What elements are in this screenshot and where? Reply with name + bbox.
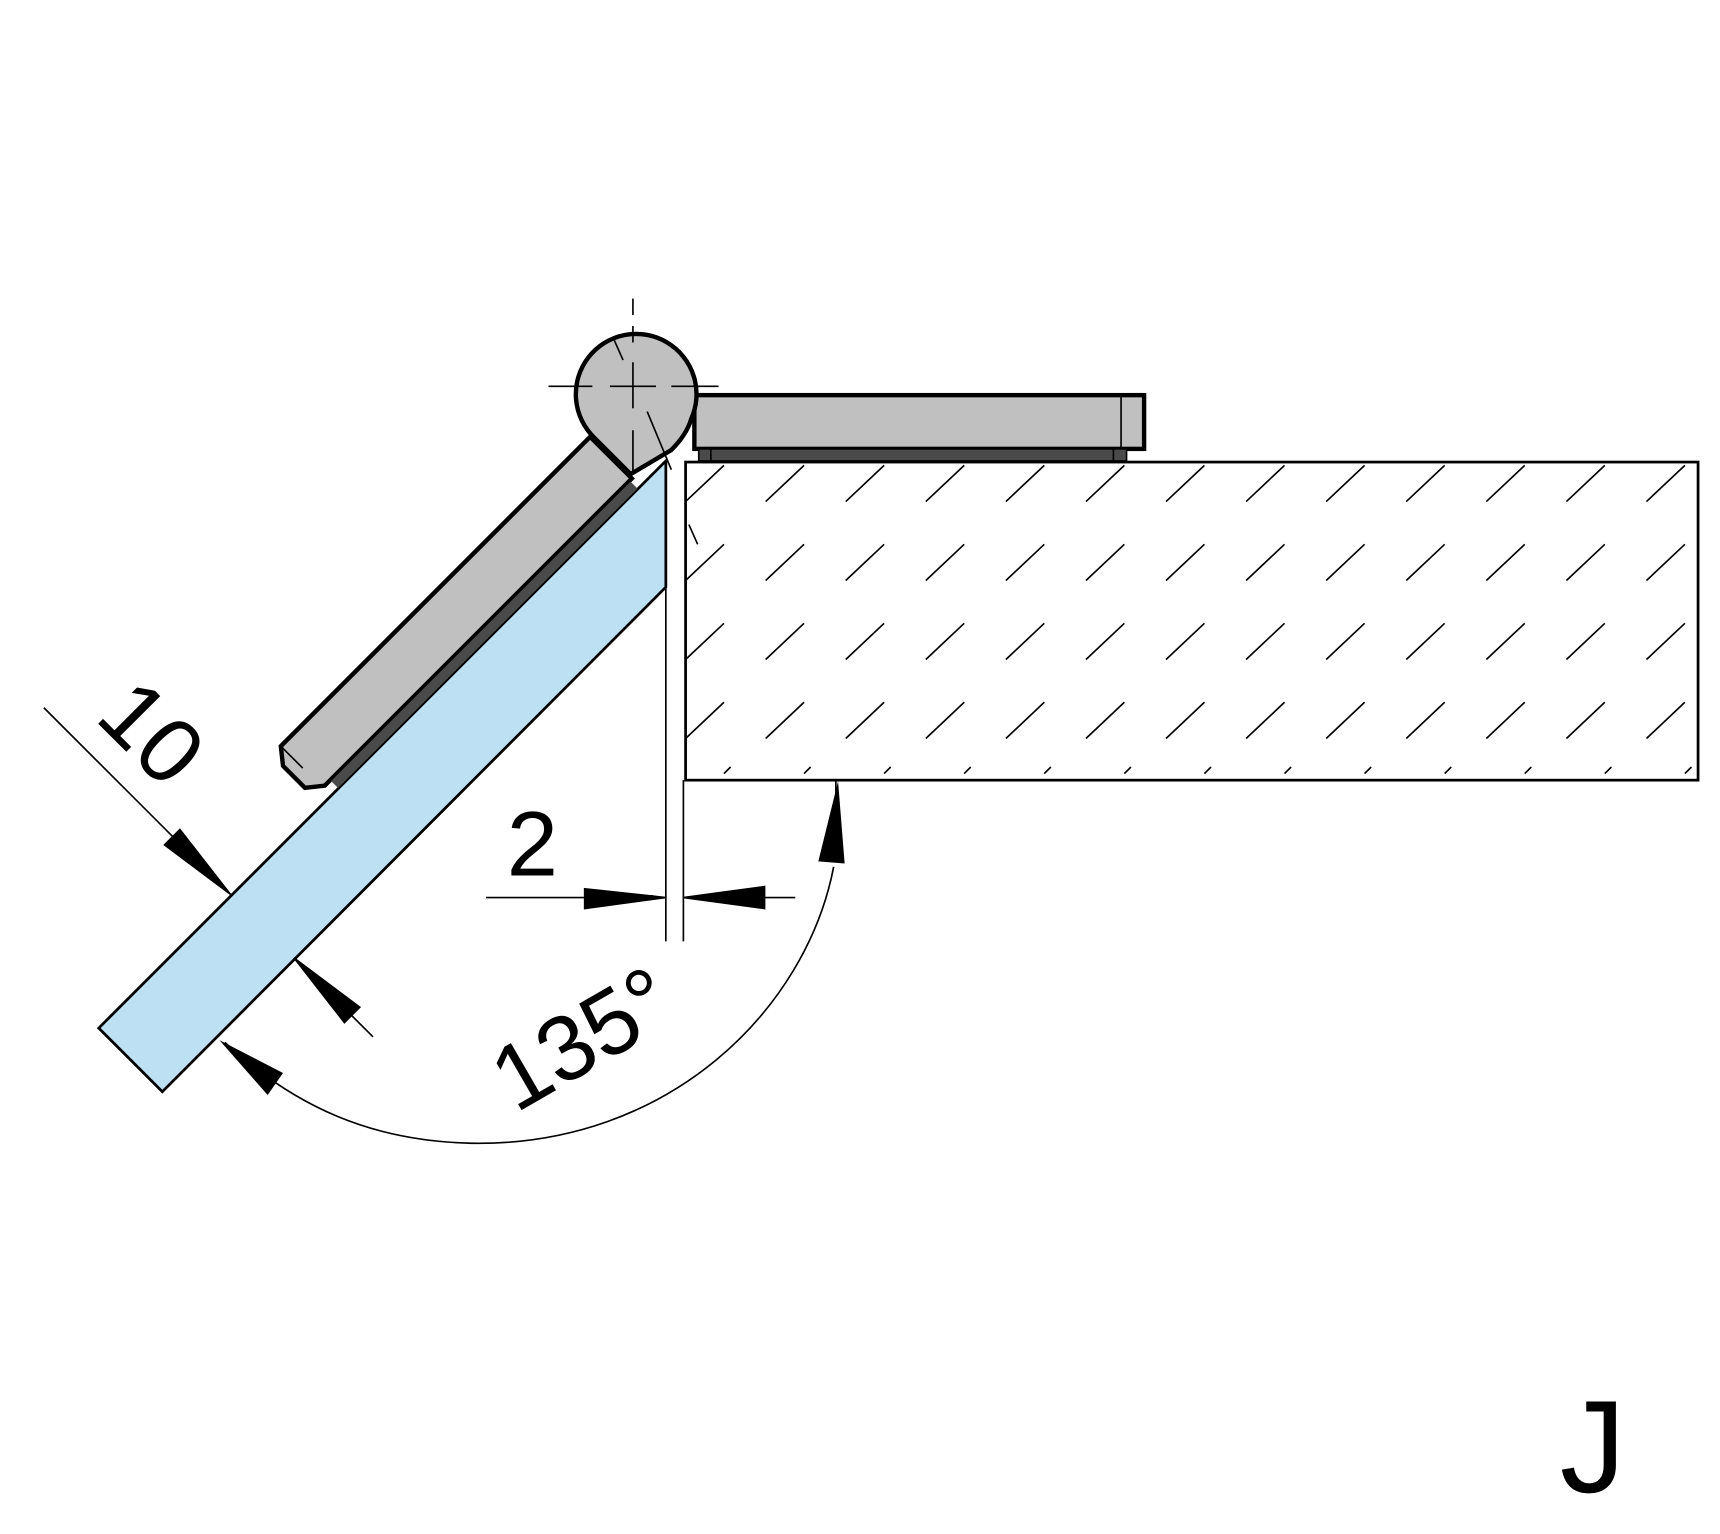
hatch-line [723, 766, 732, 775]
hatch-line [765, 543, 805, 582]
hatch-line [1485, 622, 1526, 661]
hatch-line [1085, 701, 1125, 740]
hatch-line [1245, 464, 1286, 503]
hatch-line [1325, 622, 1366, 661]
hatch-line [1645, 622, 1686, 661]
hatch-line [1565, 464, 1606, 503]
hatch-line [1645, 543, 1686, 582]
hatch-line [1005, 622, 1045, 661]
hatch-line [765, 622, 805, 661]
hatch-line [685, 464, 725, 503]
hatch-line [1405, 701, 1446, 740]
hatch-line [1405, 464, 1446, 503]
hatch-line [1043, 766, 1052, 775]
hatch-line [1085, 622, 1125, 661]
panel-hatching [685, 464, 1693, 775]
hatch-line [1123, 766, 1132, 775]
hatch-line [1645, 701, 1686, 740]
hatch-line [1005, 543, 1045, 582]
hatch-line [1325, 543, 1366, 582]
hatch-line [1165, 543, 1206, 582]
hatch-line [883, 766, 892, 775]
hatch-line [845, 543, 885, 582]
hatch-line [925, 464, 965, 503]
hatch-line [1444, 766, 1452, 775]
hatch-line [845, 622, 885, 661]
thickness-dimension [43, 707, 374, 1038]
hatch-line [925, 622, 965, 661]
hinge-leaf-fixed [692, 392, 1147, 452]
center-mark [548, 298, 719, 545]
hatch-line [1524, 766, 1532, 775]
angle-dimension [219, 781, 845, 1145]
hatch-line [1165, 701, 1206, 740]
hatch-line [1165, 622, 1206, 661]
gasket-door [331, 481, 638, 789]
glass-door [96, 457, 668, 1094]
hatch-line [685, 543, 725, 582]
angle-dimension-label: 135° [474, 946, 691, 1130]
hatch-line [803, 766, 812, 775]
hatch-line [1085, 464, 1125, 503]
hatch-line [1165, 464, 1206, 503]
hatch-line [1085, 543, 1125, 582]
hatch-line [1203, 766, 1212, 775]
hatch-line [845, 701, 885, 740]
hatch-line [925, 543, 965, 582]
hatch-line [1485, 701, 1526, 740]
hatch-line [1565, 701, 1606, 740]
hatch-line [1485, 543, 1526, 582]
gasket-fixed [697, 448, 1128, 462]
fixed-panel [684, 460, 1700, 782]
hatch-line [765, 464, 805, 503]
hatch-line [1405, 543, 1446, 582]
hatch-line [845, 464, 885, 503]
hatch-line [765, 701, 805, 740]
thickness-dimension-label: 10 [79, 660, 224, 805]
hinge-knuckle [573, 331, 699, 477]
hatch-line [1565, 622, 1606, 661]
hatch-line [925, 701, 965, 740]
hatch-line [1245, 543, 1286, 582]
hatch-line [963, 766, 972, 775]
hatch-line [1005, 464, 1045, 503]
gap-dimension [485, 587, 796, 942]
hatch-line [1604, 766, 1612, 775]
hatch-line [1325, 701, 1366, 740]
hatch-line [1645, 464, 1686, 503]
hatch-line [1005, 701, 1045, 740]
hatch-line [685, 701, 725, 740]
gap-dimension-label: 2 [507, 793, 558, 896]
hatch-line [685, 622, 725, 661]
hatch-line [1405, 622, 1446, 661]
hatch-line [1565, 543, 1606, 582]
hatch-line [1245, 622, 1286, 661]
drawing-label: J [1560, 1373, 1626, 1520]
hatch-line [1325, 464, 1366, 503]
hatch-line [1364, 766, 1372, 775]
hatch-line [1684, 766, 1693, 775]
hinge-arm-door [278, 433, 635, 791]
hatch-line [1283, 766, 1292, 775]
hatch-line [1485, 464, 1526, 503]
hatch-line [1245, 701, 1286, 740]
